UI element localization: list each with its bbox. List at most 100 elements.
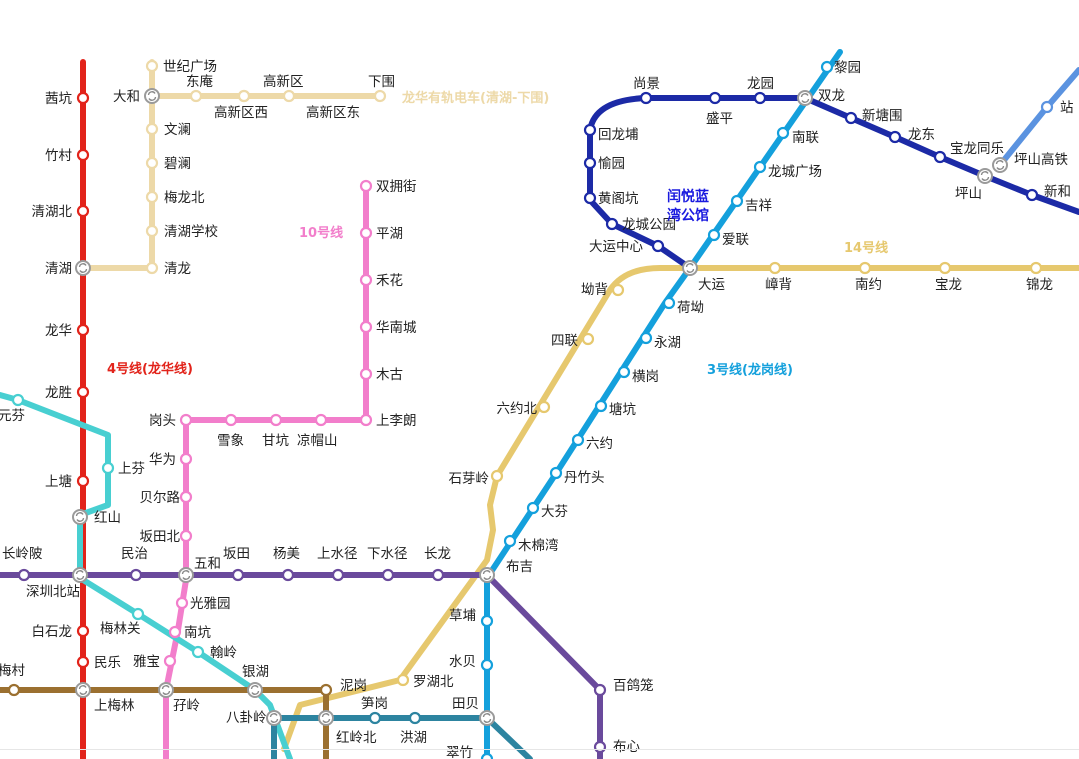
station-label-10[interactable]: 民乐 [94, 655, 121, 671]
station-marker-90[interactable] [639, 331, 653, 345]
station-marker-92[interactable] [594, 399, 608, 413]
station-marker-41[interactable] [158, 682, 174, 698]
station-marker-28[interactable] [359, 367, 373, 381]
station-marker-77[interactable] [682, 260, 698, 276]
station-marker-5[interactable] [76, 385, 90, 399]
station-marker-30[interactable] [179, 413, 193, 427]
station-marker-91[interactable] [617, 365, 631, 379]
station-label-38[interactable]: 光雅园 [190, 596, 231, 612]
station-label-45[interactable]: 杨美 [273, 546, 300, 562]
station-label-75[interactable]: 龙城公园 [622, 217, 676, 233]
station-label-105[interactable]: 黎园 [834, 60, 861, 76]
station-label-14[interactable]: 东庵 [186, 73, 213, 90]
station-label-72[interactable]: 回龙埔 [598, 127, 639, 143]
station-label-32[interactable]: 甘坑 [262, 433, 289, 449]
station-marker-40[interactable] [163, 654, 177, 668]
station-label-59[interactable]: 笋岗 [361, 695, 388, 712]
station-marker-101[interactable] [768, 261, 782, 275]
station-marker-50[interactable] [101, 461, 115, 475]
station-label-29[interactable]: 上李朗 [376, 413, 417, 429]
station-marker-76[interactable] [651, 239, 665, 253]
station-label-76[interactable]: 大运中心 [589, 239, 643, 255]
station-marker-66[interactable] [593, 683, 607, 697]
station-label-51[interactable]: 元芬 [0, 408, 25, 424]
station-label-46[interactable]: 上水径 [317, 546, 358, 562]
station-marker-52[interactable] [131, 607, 145, 621]
station-marker-32[interactable] [269, 413, 283, 427]
station-label-39[interactable]: 南坑 [184, 625, 211, 641]
station-marker-37[interactable] [178, 567, 194, 583]
station-label-66[interactable]: 百鸽笼 [613, 677, 654, 694]
station-marker-83[interactable] [1025, 188, 1039, 202]
station-label-56[interactable]: 泥岗 [340, 678, 367, 694]
station-label-44[interactable]: 坂田 [223, 546, 250, 562]
station-marker-31[interactable] [224, 413, 238, 427]
station-label-96[interactable]: 木棉湾 [518, 537, 559, 554]
station-marker-39[interactable] [168, 625, 182, 639]
station-label-37[interactable]: 五和 [194, 556, 221, 572]
station-label-22[interactable]: 清湖学校 [164, 223, 218, 240]
station-label-69[interactable]: 龙园 [747, 76, 774, 92]
station-label-86[interactable]: 龙城广场 [768, 164, 822, 180]
station-marker-81[interactable] [977, 168, 993, 184]
station-marker-13[interactable] [144, 88, 160, 104]
station-marker-17[interactable] [237, 89, 251, 103]
station-label-3[interactable]: 清湖 [45, 261, 72, 277]
station-marker-86[interactable] [753, 160, 767, 174]
station-label-85[interactable]: 南联 [792, 130, 820, 146]
station-label-90[interactable]: 永湖 [654, 335, 681, 351]
station-label-83[interactable]: 新和 [1044, 184, 1071, 200]
station-marker-36[interactable] [179, 529, 193, 543]
station-marker-18[interactable] [282, 89, 296, 103]
station-marker-100[interactable] [490, 469, 504, 483]
station-label-92[interactable]: 塘坑 [609, 402, 636, 418]
station-label-0[interactable]: 茜坑 [45, 91, 72, 107]
station-label-71[interactable]: 盛平 [706, 111, 733, 127]
station-label-5[interactable]: 龙胜 [45, 385, 72, 401]
station-marker-19[interactable] [145, 122, 159, 136]
station-label-23[interactable]: 清龙 [164, 261, 191, 277]
station-marker-48[interactable] [431, 568, 445, 582]
station-label-87[interactable]: 吉祥 [745, 198, 772, 214]
station-marker-84[interactable] [1040, 100, 1054, 114]
station-marker-75[interactable] [605, 217, 619, 231]
station-marker-2[interactable] [76, 204, 90, 218]
station-marker-42[interactable] [17, 568, 31, 582]
station-label-97[interactable]: 坳背 [581, 282, 608, 298]
station-marker-23[interactable] [145, 261, 159, 275]
station-marker-88[interactable] [707, 228, 721, 242]
station-marker-99[interactable] [537, 400, 551, 414]
station-marker-0[interactable] [76, 91, 90, 105]
station-label-58[interactable]: 红岭北 [336, 730, 377, 746]
station-label-93[interactable]: 六约 [586, 436, 613, 452]
station-marker-64[interactable] [480, 614, 494, 628]
station-label-9[interactable]: 白石龙 [32, 624, 73, 640]
station-marker-104[interactable] [1029, 261, 1043, 275]
station-label-30[interactable]: 岗头 [149, 413, 176, 429]
station-marker-3[interactable] [75, 260, 91, 276]
station-label-54[interactable]: 银湖 [242, 664, 269, 680]
station-label-103[interactable]: 宝龙 [935, 277, 962, 293]
station-label-2[interactable]: 清湖北 [32, 204, 73, 220]
station-marker-105[interactable] [820, 60, 834, 74]
station-marker-70[interactable] [797, 90, 813, 106]
station-label-63[interactable]: 罗湖北 [413, 674, 454, 690]
station-label-15[interactable]: 高新区 [263, 73, 304, 90]
station-marker-8[interactable] [72, 567, 88, 583]
station-marker-72[interactable] [583, 123, 597, 137]
station-label-88[interactable]: 爱联 [722, 232, 750, 248]
station-label-57[interactable]: 八卦岭 [226, 710, 267, 726]
station-marker-73[interactable] [583, 156, 597, 170]
station-marker-65[interactable] [480, 658, 494, 672]
station-label-19[interactable]: 文澜 [164, 122, 191, 138]
station-marker-96[interactable] [503, 534, 517, 548]
station-marker-59[interactable] [368, 711, 382, 725]
station-label-31[interactable]: 雪象 [217, 433, 244, 449]
station-label-81[interactable]: 坪山 [955, 186, 982, 202]
station-marker-102[interactable] [858, 261, 872, 275]
station-label-21[interactable]: 梅龙北 [164, 190, 205, 206]
station-marker-79[interactable] [888, 130, 902, 144]
station-label-50[interactable]: 上芬 [118, 461, 145, 477]
station-marker-35[interactable] [179, 490, 193, 504]
station-label-78[interactable]: 新塘围 [862, 108, 903, 124]
